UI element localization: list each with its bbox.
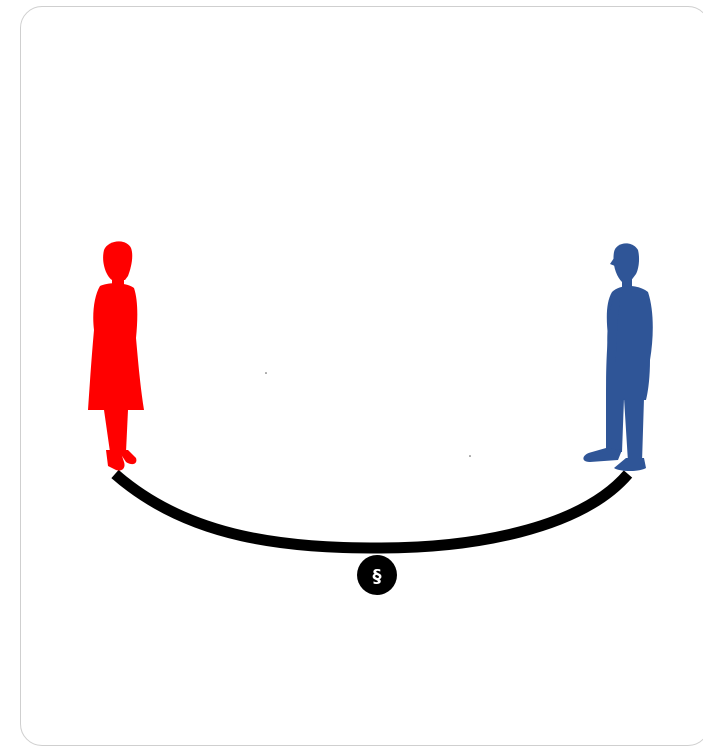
speck-dot [469,455,471,457]
speck-dot [265,372,267,374]
man-silhouette-icon [583,243,652,471]
curved-beam [115,474,628,548]
section-sign-icon: § [357,555,397,595]
seal-label: § [373,566,382,587]
woman-silhouette-icon [88,241,144,470]
